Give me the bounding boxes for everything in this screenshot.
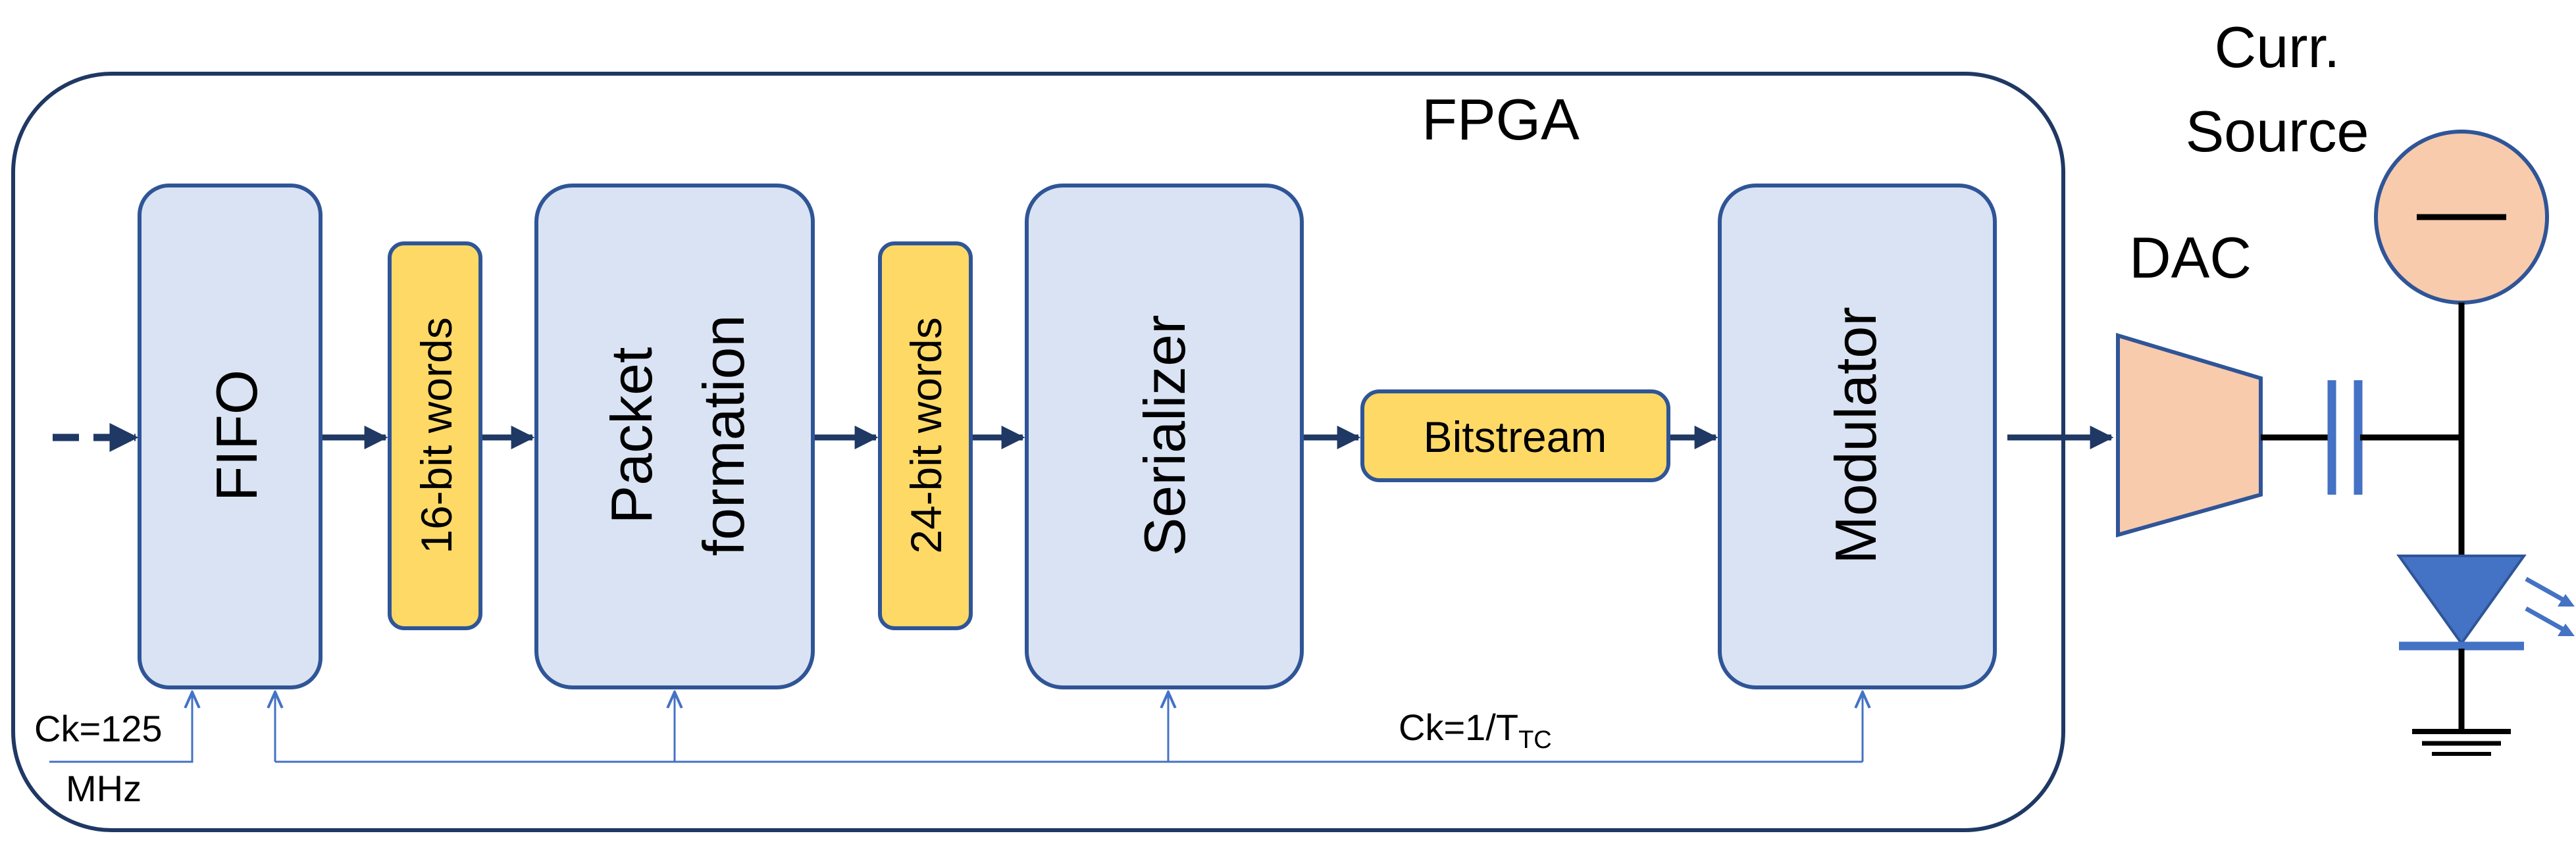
clock-125mhz-label-line2: MHz xyxy=(66,768,142,809)
clock-tc-subscript: TC xyxy=(1518,726,1552,754)
clock-125mhz-label-line1: Ck=125 xyxy=(34,708,163,749)
dac-label: DAC xyxy=(2129,225,2252,290)
packet-formation-block xyxy=(534,184,815,689)
serializer-block xyxy=(1025,184,1304,689)
tag-16bit-words xyxy=(388,241,482,630)
clock-125mhz-line xyxy=(49,692,192,763)
led-light-ray-2 xyxy=(2525,606,2565,632)
tag-24bit-words xyxy=(878,241,973,630)
packet-label-line1: Packet xyxy=(599,347,664,524)
led-light-ray-1 xyxy=(2525,576,2565,603)
tag-bitstream xyxy=(1360,389,1670,482)
clock-tc-prefix: Ck=1/T xyxy=(1399,707,1518,748)
dac-symbol xyxy=(2116,332,2263,537)
current-source-label-line1: Curr. xyxy=(2215,14,2340,80)
tag-24bit-label: 24-bit words xyxy=(902,317,950,554)
serializer-label: Serializer xyxy=(1132,315,1197,557)
fpga-container xyxy=(11,72,2065,832)
current-source-label-line2: Source xyxy=(2186,99,2369,164)
fifo-block xyxy=(138,184,322,689)
packet-label-line2: formation xyxy=(691,315,756,557)
led-diode-icon xyxy=(2396,555,2527,646)
modulator-block xyxy=(1718,184,1997,689)
led-light-ray-2-head xyxy=(2558,624,2575,636)
led-light-ray-1-head xyxy=(2558,594,2575,607)
tag-16bit-label: 16-bit words xyxy=(412,317,461,554)
modulator-label: Modulator xyxy=(1823,307,1888,564)
fpga-label: FPGA xyxy=(1422,87,1580,152)
tag-bitstream-label: Bitstream xyxy=(1424,412,1607,461)
clock-tc-label: Ck=1/TTC xyxy=(1399,707,1552,754)
fifo-label: FIFO xyxy=(204,370,269,501)
